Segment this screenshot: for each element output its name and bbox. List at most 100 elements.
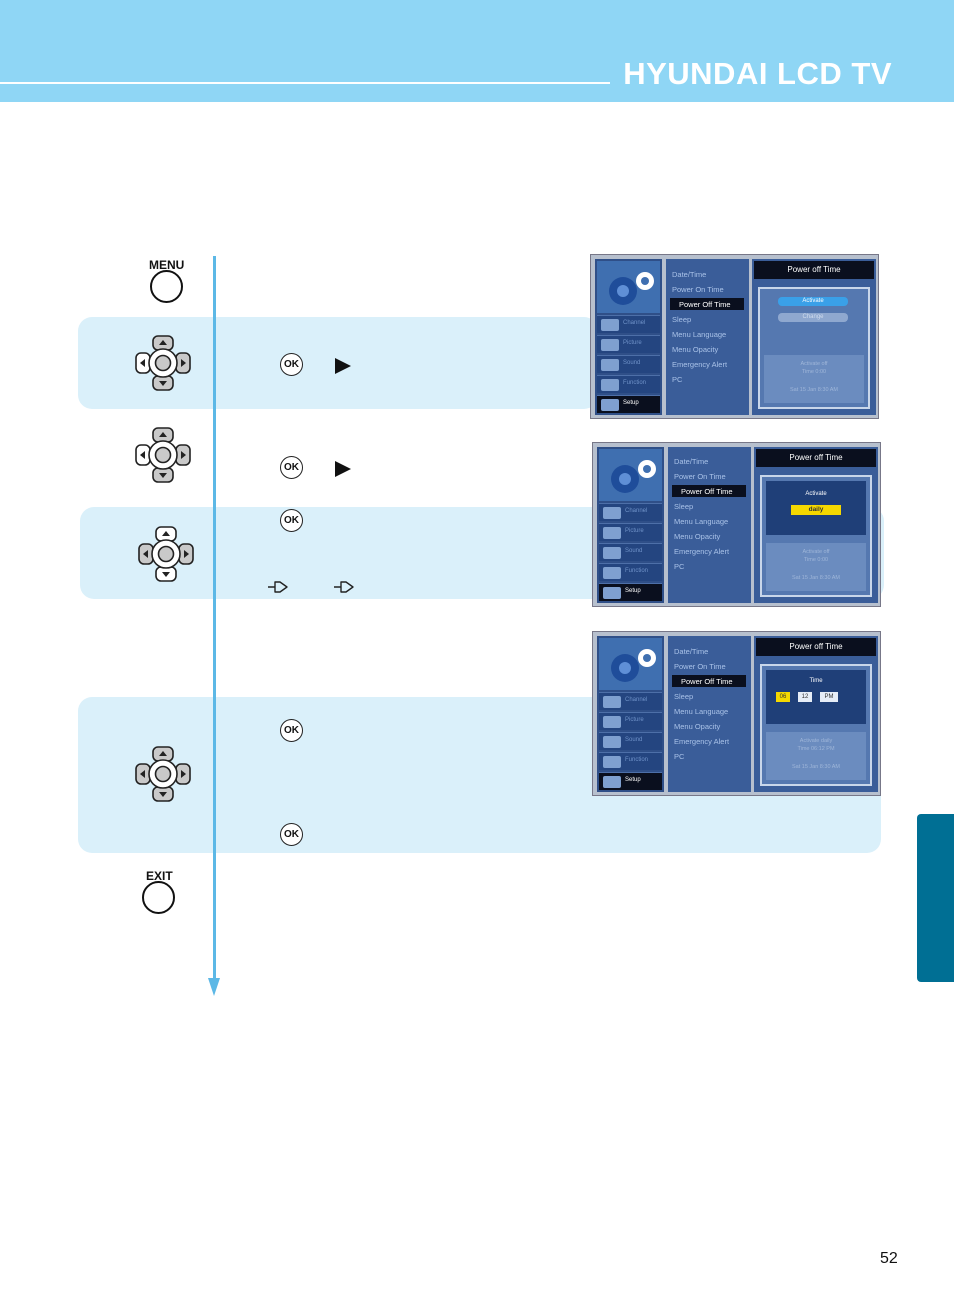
- setup-gear-icon: [597, 261, 660, 313]
- chapter-tab: [917, 814, 954, 982]
- ok-icon: OK: [280, 456, 303, 479]
- ok-icon: OK: [280, 353, 303, 376]
- flow-arrow-head: [208, 978, 220, 996]
- tv-menu-item: Menu Opacity: [674, 532, 721, 541]
- tv-status-box: Activate off Time 0:00 Sat 15 Jan 8:30 A…: [764, 355, 864, 403]
- tv-detail-title: Power off Time: [756, 449, 876, 467]
- tv-tab-sound: Sound: [599, 732, 662, 750]
- tv-tab-function: Function: [597, 375, 660, 393]
- tv-menu-list: Date/Time Power On Time Power Off Time S…: [668, 636, 751, 792]
- tv-status-line: Time 0:00: [803, 557, 829, 563]
- tv-tab-picture: Picture: [599, 523, 662, 541]
- tv-screen-2: Channel Picture Sound Function Setup Dat…: [592, 442, 881, 607]
- tv-change-option: Change: [778, 313, 848, 322]
- tv-category-panel: Channel Picture Sound Function Setup: [597, 636, 664, 792]
- dpad-icon: [135, 335, 191, 391]
- tv-ampm-field: PM: [820, 692, 838, 702]
- flow-line: [213, 256, 216, 982]
- tv-menu-item: Date/Time: [674, 647, 709, 656]
- tv-status-box: Activate daily Time 06:12 PM Sat 15 Jan …: [766, 732, 866, 780]
- tv-tab-sound: Sound: [597, 355, 660, 373]
- tv-status-line: Sat 15 Jan 8:30 AM: [791, 764, 840, 770]
- tv-status-box: Activate off Time 0:00 Sat 15 Jan 8:30 A…: [766, 543, 866, 591]
- header-rule: [0, 82, 610, 84]
- ok-icon: OK: [280, 823, 303, 846]
- tv-menu-item: PC: [672, 375, 683, 384]
- dpad-icon: [135, 746, 191, 802]
- tv-tab-channel: Channel: [599, 692, 662, 710]
- tv-time-label: Time: [809, 678, 823, 684]
- tv-menu-item-selected: Power Off Time: [670, 298, 744, 310]
- tv-menu-item: Sleep: [674, 502, 694, 511]
- tv-menu-item: PC: [674, 752, 685, 761]
- tv-menu-item: Menu Opacity: [672, 345, 719, 354]
- tv-tab-function: Function: [599, 752, 662, 770]
- dpad-icon: [138, 526, 194, 582]
- menu-button-label: MENU: [149, 258, 185, 272]
- tv-menu-list: Date/Time Power On Time Power Off Time S…: [668, 447, 751, 603]
- tv-menu-item: Emergency Alert: [672, 360, 728, 369]
- tv-status-line: Sat 15 Jan 8:30 AM: [789, 387, 838, 393]
- tv-status-line: Activate daily: [799, 738, 833, 744]
- tv-menu-item: Date/Time: [674, 457, 709, 466]
- menu-button-icon: [150, 270, 183, 303]
- tv-tab-channel: Channel: [599, 503, 662, 521]
- tv-menu-list: Date/Time Power On Time Power Off Time S…: [666, 259, 749, 415]
- tv-menu-item: Emergency Alert: [674, 737, 730, 746]
- play-arrow-icon: [335, 461, 351, 477]
- tv-menu-item: Power On Time: [672, 285, 724, 294]
- tv-status-line: Sat 15 Jan 8:30 AM: [791, 575, 840, 581]
- tv-menu-item: Menu Opacity: [674, 722, 721, 731]
- tv-menu-item: Menu Language: [672, 330, 727, 339]
- hand-pointer-icon: [334, 581, 354, 593]
- tv-menu-item: Date/Time: [672, 270, 707, 279]
- tv-tab-picture: Picture: [597, 335, 660, 353]
- tv-option-box: Activate Change Activate off Time 0:00 S…: [758, 287, 870, 409]
- tv-tab-setup: Setup: [597, 395, 660, 413]
- tv-hour-field: 06: [776, 692, 790, 702]
- tv-detail-panel: Power off Time Time 06 12 PM Activate da…: [754, 636, 878, 792]
- tv-tab-picture: Picture: [599, 712, 662, 730]
- tv-menu-item: Emergency Alert: [674, 547, 730, 556]
- page-number: 52: [880, 1250, 898, 1267]
- tv-status-line: Activate off: [800, 361, 828, 367]
- tv-tab-channel: Channel: [597, 315, 660, 333]
- play-arrow-icon: [335, 358, 351, 374]
- tv-option-box: Time 06 12 PM Activate daily Time 06:12 …: [760, 664, 872, 786]
- setup-gear-icon: [599, 449, 662, 501]
- tv-tab-setup: Setup: [599, 772, 662, 790]
- tv-status-line: Time 06:12 PM: [797, 746, 835, 752]
- setup-gear-icon: [599, 638, 662, 690]
- tv-tab-setup: Setup: [599, 583, 662, 601]
- tv-detail-title: Power off Time: [756, 638, 876, 656]
- ok-icon: OK: [280, 509, 303, 532]
- tv-minute-field: 12: [798, 692, 812, 702]
- tv-menu-item: Sleep: [674, 692, 694, 701]
- tv-menu-item: Menu Language: [674, 517, 729, 526]
- tv-detail-panel: Power off Time Activate Change Activate …: [752, 259, 876, 415]
- tv-option-box: Activate daily Activate off Time 0:00 Sa…: [760, 475, 872, 597]
- tv-status-line: Activate off: [802, 549, 830, 555]
- page-header: HYUNDAI LCD TV: [0, 0, 954, 102]
- ok-icon: OK: [280, 719, 303, 742]
- tv-detail-title: Power off Time: [754, 261, 874, 279]
- tv-tab-sound: Sound: [599, 543, 662, 561]
- exit-button-label: EXIT: [146, 869, 173, 883]
- hand-pointer-icon: [268, 581, 288, 593]
- tv-category-panel: Channel Picture Sound Function Setup: [597, 447, 664, 603]
- tv-activate-label: Activate: [805, 491, 827, 497]
- tv-menu-item: Menu Language: [674, 707, 729, 716]
- exit-button-icon: [142, 881, 175, 914]
- tv-menu-item-selected: Power Off Time: [672, 485, 746, 497]
- tv-detail-panel: Power off Time Activate daily Activate o…: [754, 447, 878, 603]
- tv-menu-item: Sleep: [672, 315, 692, 324]
- tv-tab-function: Function: [599, 563, 662, 581]
- tv-menu-item: Power On Time: [674, 472, 726, 481]
- tv-menu-item: PC: [674, 562, 685, 571]
- tv-screen-1: Channel Picture Sound Function Setup Dat…: [590, 254, 879, 419]
- tv-activate-value: daily: [791, 505, 841, 515]
- tv-status-line: Time 0:00: [801, 369, 827, 375]
- tv-time-box: Time 06 12 PM: [766, 670, 866, 724]
- tv-category-panel: Channel Picture Sound Function Setup: [595, 259, 662, 415]
- tv-activate-option: Activate: [778, 297, 848, 306]
